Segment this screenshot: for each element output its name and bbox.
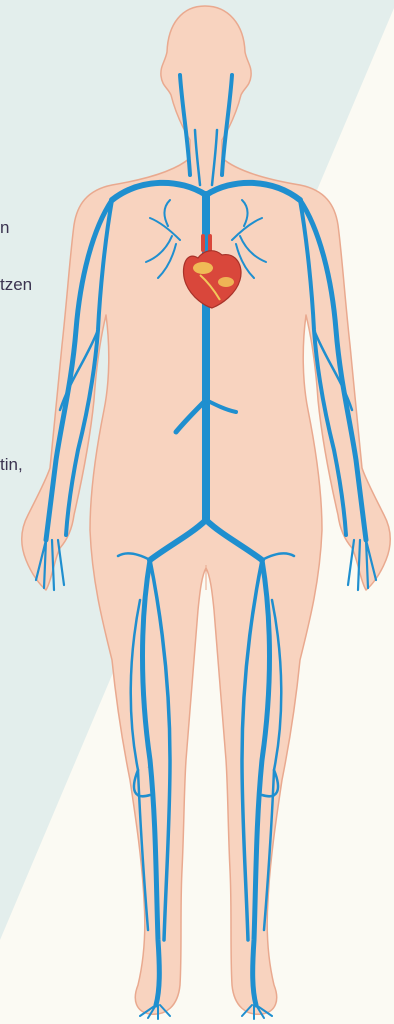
human-body-figure [0,0,394,1024]
